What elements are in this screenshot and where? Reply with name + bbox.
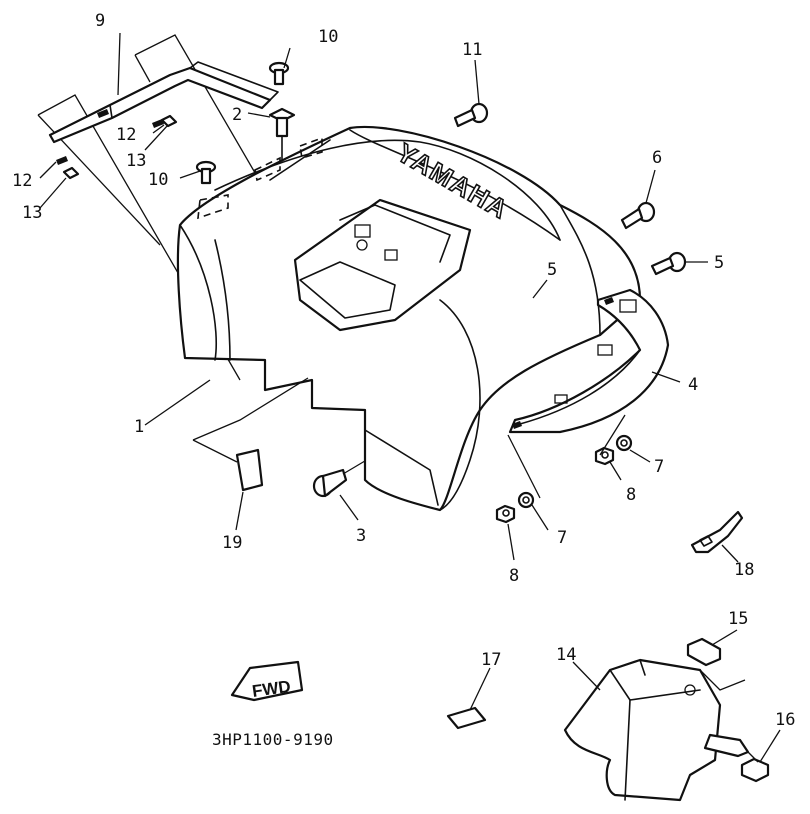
callout-12-lower: 12 xyxy=(12,171,32,191)
callout-17: 17 xyxy=(481,650,501,670)
callout-8-left: 8 xyxy=(509,566,519,586)
callout-leaders xyxy=(39,32,781,763)
callout-19: 19 xyxy=(222,533,242,553)
rear-fender: YAMAHA xyxy=(176,125,642,512)
callout-14: 14 xyxy=(556,645,576,665)
callout-5-right: 5 xyxy=(714,253,724,273)
callout-10-lower: 10 xyxy=(148,170,168,190)
clip-bracket xyxy=(690,510,744,554)
callout-8-right: 8 xyxy=(626,485,636,505)
callout-9: 9 xyxy=(95,11,105,31)
small-pad xyxy=(446,706,487,730)
callout-12-upper: 12 xyxy=(116,125,136,145)
rear-grab-bar-assembly xyxy=(37,34,279,381)
callout-4: 4 xyxy=(688,375,698,395)
reflector-tab xyxy=(192,377,309,492)
rear-flap xyxy=(508,288,670,434)
callout-numbers: 9 10 11 2 12 13 10 12 13 6 5 5 4 1 7 8 3… xyxy=(12,11,795,730)
callout-10-top: 10 xyxy=(318,27,338,47)
callout-13-lower: 13 xyxy=(22,203,42,223)
callout-5-left: 5 xyxy=(547,260,557,280)
callout-7-right: 7 xyxy=(654,457,664,477)
callout-2: 2 xyxy=(232,105,242,125)
callout-11: 11 xyxy=(462,40,482,60)
callout-13-upper: 13 xyxy=(126,151,146,171)
forward-direction-arrow: FWD xyxy=(230,660,304,702)
callout-18: 18 xyxy=(734,560,754,580)
tool-box-assembly xyxy=(563,637,770,802)
fwd-label: FWD xyxy=(251,677,292,701)
callout-3: 3 xyxy=(356,526,366,546)
callout-6: 6 xyxy=(652,148,662,168)
callout-7-left: 7 xyxy=(557,528,567,548)
callout-16: 16 xyxy=(775,710,795,730)
nuts-and-washers xyxy=(495,434,633,524)
callout-15: 15 xyxy=(728,609,748,629)
diagram-part-code: 3HP1100-9190 xyxy=(212,730,334,749)
callout-1: 1 xyxy=(134,417,144,437)
